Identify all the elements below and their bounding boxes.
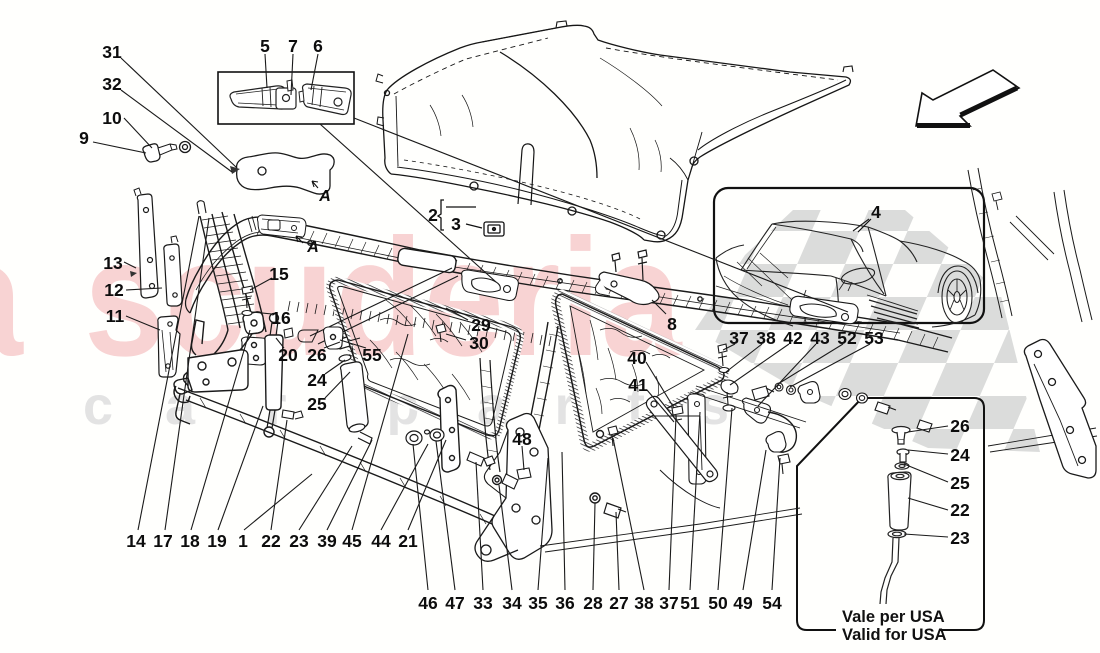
svg-text:1: 1	[238, 531, 248, 551]
svg-text:38: 38	[756, 328, 776, 348]
svg-text:32: 32	[102, 74, 122, 94]
svg-text:12: 12	[104, 280, 124, 300]
svg-text:43: 43	[810, 328, 830, 348]
svg-text:45: 45	[342, 531, 362, 551]
svg-text:25: 25	[950, 473, 970, 493]
svg-text:27: 27	[609, 593, 628, 613]
svg-text:35: 35	[528, 593, 548, 613]
svg-text:54: 54	[762, 593, 782, 613]
svg-text:18: 18	[180, 531, 200, 551]
svg-text:42: 42	[783, 328, 803, 348]
svg-text:30: 30	[469, 333, 489, 353]
svg-text:a: a	[0, 205, 25, 392]
svg-text:24: 24	[950, 445, 970, 465]
svg-text:A: A	[306, 239, 319, 256]
svg-text:39: 39	[317, 531, 337, 551]
svg-text:9: 9	[79, 128, 89, 148]
svg-text:38: 38	[634, 593, 654, 613]
svg-text:6: 6	[313, 36, 323, 56]
svg-text:37: 37	[659, 593, 678, 613]
svg-text:36: 36	[555, 593, 575, 613]
svg-text:26: 26	[950, 416, 970, 436]
svg-text:28: 28	[583, 593, 603, 613]
svg-text:A: A	[318, 188, 331, 205]
svg-text:51: 51	[680, 593, 700, 613]
svg-text:49: 49	[733, 593, 753, 613]
svg-text:52: 52	[837, 328, 857, 348]
svg-text:26: 26	[307, 345, 327, 365]
svg-text:7: 7	[288, 36, 298, 56]
svg-text:47: 47	[445, 593, 464, 613]
svg-text:41: 41	[628, 375, 648, 395]
svg-text:17: 17	[153, 531, 172, 551]
svg-text:50: 50	[708, 593, 728, 613]
svg-text:Vale per USA: Vale per USA	[842, 608, 945, 626]
svg-text:3: 3	[451, 214, 461, 234]
svg-text:15: 15	[269, 264, 289, 284]
svg-text:53: 53	[864, 328, 884, 348]
svg-text:23: 23	[950, 528, 970, 548]
svg-text:25: 25	[307, 394, 327, 414]
svg-text:29: 29	[471, 315, 491, 335]
svg-text:24: 24	[307, 370, 327, 390]
svg-text:19: 19	[207, 531, 227, 551]
svg-text:Valid for USA: Valid for USA	[842, 626, 947, 644]
svg-text:20: 20	[278, 345, 298, 365]
svg-text:23: 23	[289, 531, 309, 551]
svg-text:46: 46	[418, 593, 438, 613]
svg-text:37: 37	[729, 328, 748, 348]
svg-text:44: 44	[371, 531, 391, 551]
svg-text:31: 31	[102, 42, 122, 62]
svg-text:22: 22	[950, 500, 970, 520]
svg-text:40: 40	[627, 348, 647, 368]
svg-text:16: 16	[271, 308, 291, 328]
svg-text:4: 4	[871, 202, 881, 222]
svg-text:14: 14	[126, 531, 146, 551]
svg-text:11: 11	[106, 306, 125, 326]
svg-text:48: 48	[512, 429, 532, 449]
svg-text:13: 13	[103, 253, 123, 273]
svg-text:22: 22	[261, 531, 281, 551]
svg-text:2: 2	[428, 205, 438, 225]
svg-text:c: c	[83, 376, 113, 436]
svg-text:33: 33	[473, 593, 493, 613]
svg-text:21: 21	[398, 531, 418, 551]
svg-text:34: 34	[502, 593, 522, 613]
svg-text:55: 55	[362, 345, 382, 365]
svg-text:8: 8	[667, 314, 677, 334]
svg-text:10: 10	[102, 108, 122, 128]
svg-text:5: 5	[260, 36, 270, 56]
